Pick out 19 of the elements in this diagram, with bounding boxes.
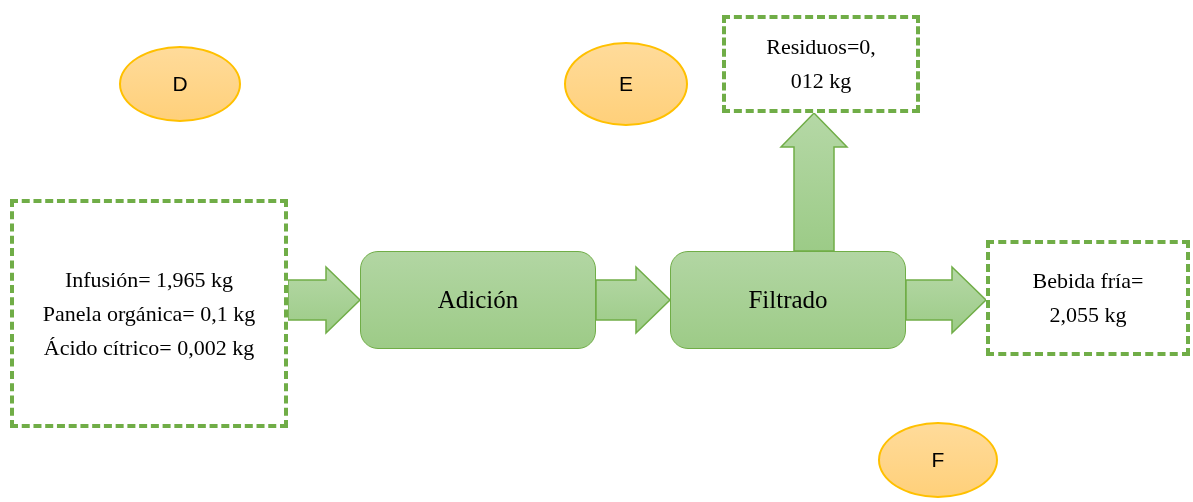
stream-box	[986, 240, 1190, 356]
node-text: D	[172, 71, 188, 98]
node-text: Filtrado	[748, 285, 828, 316]
node-text: Infusión= 1,965 kg	[64, 265, 234, 294]
stream-box	[722, 15, 920, 113]
node-text: Bebida fría= 2,055 kg	[1031, 267, 1145, 329]
node-text: F	[931, 447, 945, 474]
node-text: Residuos=0, 012 kg	[765, 33, 877, 95]
process-box	[670, 251, 906, 349]
block-arrow	[905, 265, 988, 335]
node-text: Adición	[437, 285, 519, 316]
node-text: Ácido cítrico= 0,002 kg	[43, 333, 255, 362]
block-arrow	[595, 265, 672, 335]
node-text: Panela orgánica= 0,1 kg	[42, 299, 256, 328]
process-box	[360, 251, 596, 349]
node-text: E	[619, 71, 633, 98]
block-arrow	[287, 265, 362, 335]
block-arrow	[779, 111, 849, 252]
stream-box	[10, 199, 288, 428]
